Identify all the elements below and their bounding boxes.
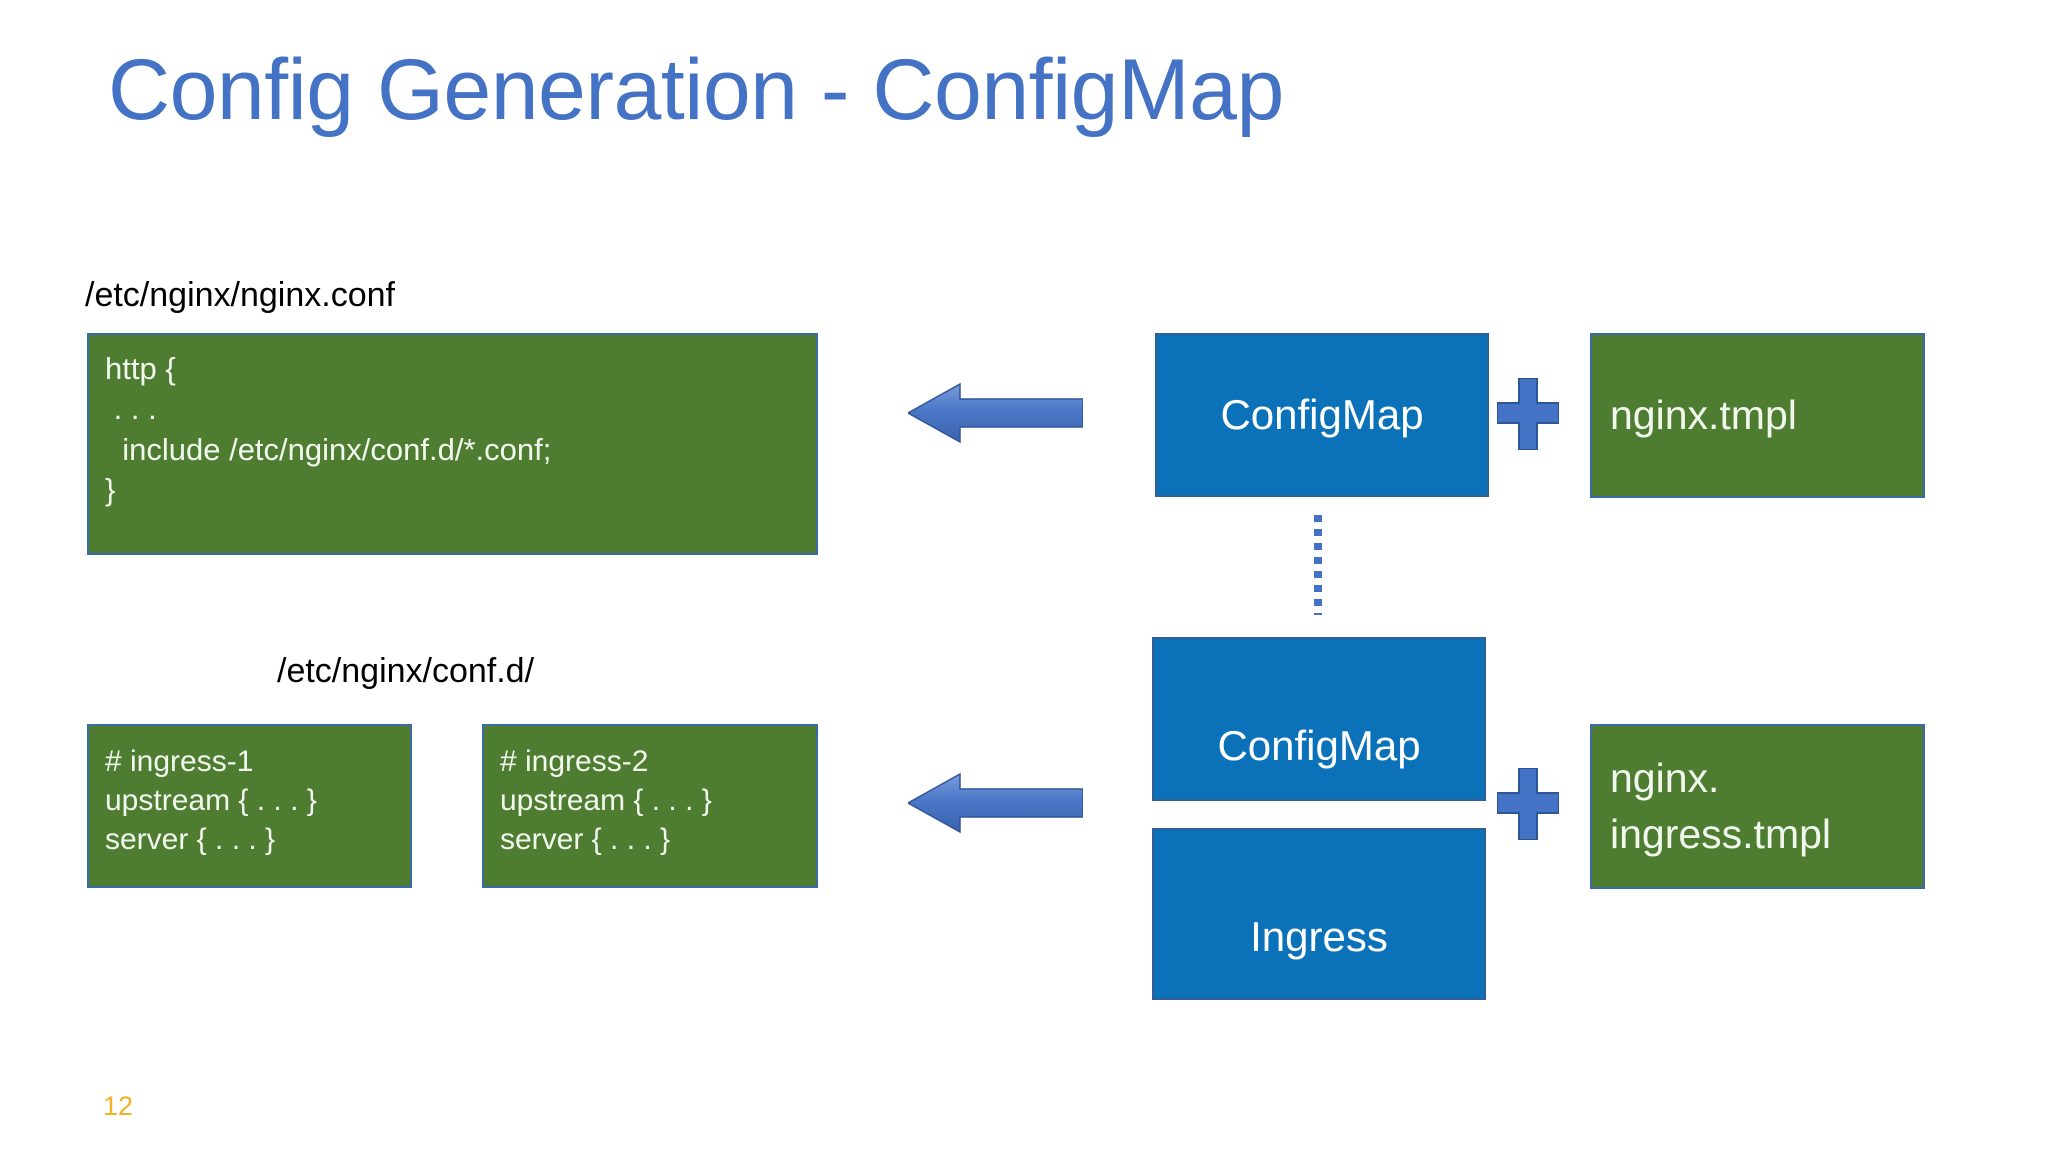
left-arrow-icon — [908, 382, 1083, 444]
code-line: server { . . . } — [500, 823, 671, 856]
template-label: nginx.tmpl — [1610, 392, 1797, 438]
template-box-nginx-tmpl: nginx.tmpl — [1590, 333, 1925, 498]
code-line: # ingress-2 — [500, 745, 649, 778]
resource-box-ingress: Ingress — [1152, 828, 1486, 1000]
resource-box-configmap-top: ConfigMap — [1155, 333, 1489, 497]
plus-icon — [1497, 768, 1559, 840]
resource-label: ConfigMap — [1220, 391, 1424, 438]
page-number: 12 — [103, 1091, 134, 1121]
resource-label: ConfigMap — [1217, 722, 1421, 769]
resource-box-configmap-bottom: ConfigMap — [1152, 637, 1486, 801]
template-label: ingress.tmpl — [1610, 810, 1832, 857]
code-line: upstream { . . . } — [105, 784, 317, 817]
dotted-line-icon — [1314, 515, 1322, 615]
page-title: Config Generation - ConfigMap — [108, 42, 1284, 138]
code-line: server { . . . } — [105, 823, 276, 856]
code-line: . . . — [105, 391, 157, 427]
code-line: } — [105, 471, 116, 507]
file-box-nginx-conf: http { . . . include /etc/nginx/conf.d/*… — [87, 333, 818, 555]
file-box-ingress-1: # ingress-1 upstream { . . . } server { … — [87, 724, 412, 888]
code-line: include /etc/nginx/conf.d/*.conf; — [105, 431, 552, 467]
code-line: http { — [105, 351, 176, 386]
path-label-conf-d: /etc/nginx/conf.d/ — [277, 652, 535, 690]
path-label-nginx-conf: /etc/nginx/nginx.conf — [85, 276, 395, 314]
code-line: upstream { . . . } — [500, 784, 712, 817]
left-arrow-icon — [908, 772, 1083, 834]
file-box-ingress-2: # ingress-2 upstream { . . . } server { … — [482, 724, 818, 888]
code-line: # ingress-1 — [105, 745, 254, 778]
plus-icon — [1497, 378, 1559, 450]
resource-label: Ingress — [1250, 913, 1388, 960]
template-label: nginx. — [1610, 755, 1720, 802]
template-box-nginx-ingress-tmpl: nginx. ingress.tmpl — [1590, 724, 1925, 889]
